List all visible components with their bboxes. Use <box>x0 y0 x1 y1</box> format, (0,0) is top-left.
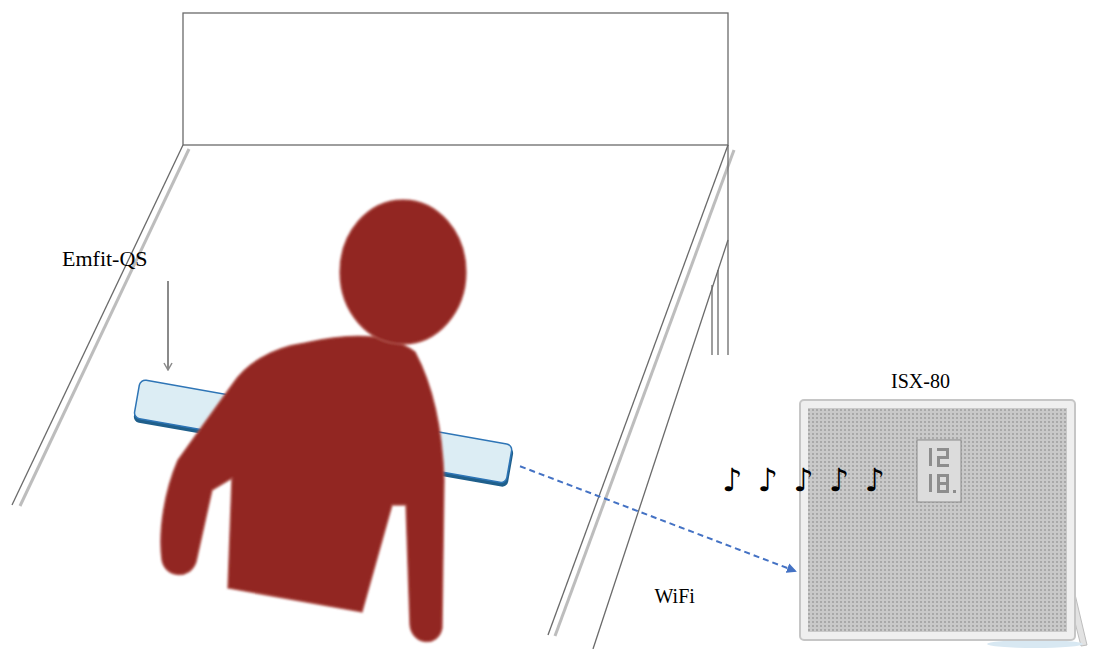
bed-side <box>593 240 728 649</box>
person-head <box>340 200 466 344</box>
sensor-strip: Emfit-QS <box>128 370 520 495</box>
speaker-unit-shape <box>795 368 1091 646</box>
device-label-holder: Emfit-QS <box>62 246 148 271</box>
sensor-strip-shape <box>128 370 520 495</box>
bed-rail <box>12 145 183 505</box>
link-label: WiFi <box>655 585 695 608</box>
music-notes: ♪ ♪ ♪ ♪ ♪ <box>722 462 885 499</box>
device-label: ISX-80 <box>891 370 950 393</box>
device-label-holder: ISX-80 <box>891 370 950 393</box>
headboard <box>183 13 728 145</box>
bed-rail-shade <box>20 149 189 506</box>
link-label-holder: WiFi <box>655 585 695 608</box>
speaker-unit: ISX-80 <box>795 368 1091 646</box>
wireless-link <box>520 466 795 571</box>
bed-post <box>717 270 718 355</box>
bed-rail-shade <box>555 150 734 636</box>
leader-line <box>167 281 169 370</box>
person-body <box>161 336 444 641</box>
bed-post <box>727 145 728 355</box>
music-notes-holder: ♪ ♪ ♪ ♪ ♪ <box>722 462 885 499</box>
bed-rail <box>548 145 728 635</box>
device-label: Emfit-QS <box>62 246 148 271</box>
bed-post <box>711 285 712 355</box>
